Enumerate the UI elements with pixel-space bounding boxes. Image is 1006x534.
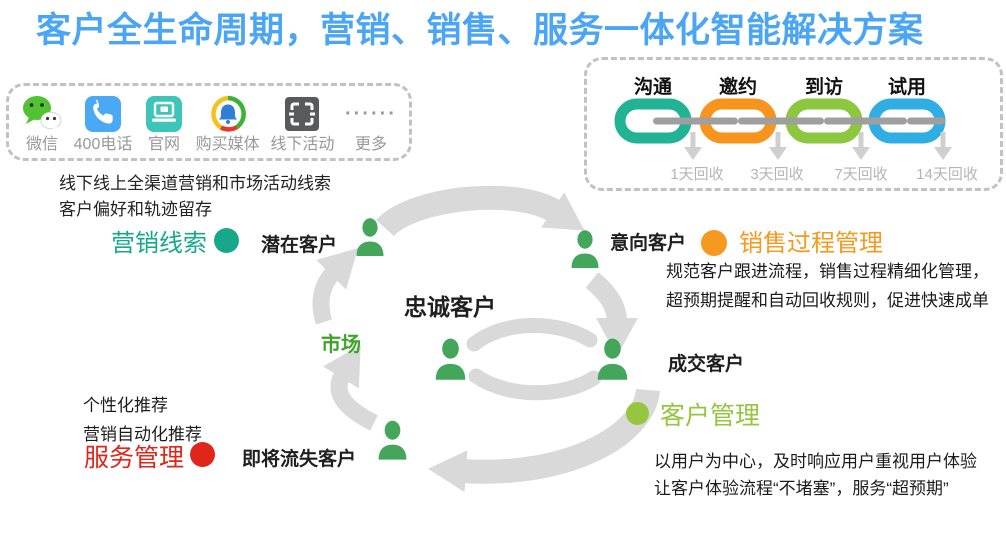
channel-item-more: ······ 更多 xyxy=(345,93,397,153)
sales-funnel-panel: 沟通 邀约 到访 试用 1天回收 3天回收 7天回收 14天回收 xyxy=(584,57,1003,191)
recycle-label: 14天回收 xyxy=(916,166,978,183)
channels-caption-2: 客户偏好和轨迹留存 xyxy=(59,200,212,219)
sales-process-title: 销售过程管理 xyxy=(739,230,883,257)
funnel-stage-label: 到访 xyxy=(804,77,844,98)
marketing-leads-dot xyxy=(214,228,239,253)
person-churn-icon xyxy=(378,420,407,460)
customer-mgmt-desc-2: 让客户体验流程“不堵塞”，服务“超预期” xyxy=(654,479,949,498)
channel-label: 线下活动 xyxy=(270,136,335,153)
paid-media-icon xyxy=(210,95,246,132)
phone-400-icon xyxy=(85,96,121,132)
customer-mgmt-desc-1: 以用户为中心，及时响应用户重视用户体验 xyxy=(654,452,977,471)
sales-process-desc-1: 规范客户跟进流程，销售过程精细化管理， xyxy=(666,262,989,281)
arc-bottom xyxy=(428,387,660,493)
channel-label: 购买媒体 xyxy=(195,136,260,153)
channel-item-wechat: 微信 xyxy=(21,93,63,153)
person-potential-icon xyxy=(356,218,384,256)
channel-label: 更多 xyxy=(354,136,387,153)
chain-bar xyxy=(907,117,945,125)
page-title: 客户全生命周期，营销、销售、服务一体化智能解决方案 xyxy=(36,11,924,50)
funnel-stage-label: 邀约 xyxy=(718,77,758,98)
lens-arc-top xyxy=(466,318,598,352)
lens-arc-bottom xyxy=(468,368,602,401)
wechat-icon xyxy=(23,96,62,133)
channel-label: 400电话 xyxy=(73,136,133,153)
person-deal-icon xyxy=(597,338,628,380)
arc-top xyxy=(376,185,585,237)
service-mgmt-dot xyxy=(190,442,215,467)
market-label: 市场 xyxy=(321,334,361,356)
node-label-churn: 即将流失客户 xyxy=(242,449,357,470)
funnel-stage-label: 试用 xyxy=(887,77,927,98)
offline-activity-icon xyxy=(285,97,320,131)
sales-process-desc-2: 超预期提醒和自动回收规则，促进快速成单 xyxy=(666,291,989,310)
node-label-intent: 意向客户 xyxy=(610,233,687,254)
node-label-deal: 成交客户 xyxy=(668,354,745,375)
sales-process-dot xyxy=(701,230,727,256)
chain-bar xyxy=(738,117,824,125)
arc-left-upper xyxy=(312,247,359,325)
arc-right-down xyxy=(585,272,638,356)
channel-item-offline: 线下活动 xyxy=(270,93,334,153)
service-mgmt-note-1: 个性化推荐 xyxy=(83,396,168,415)
customer-mgmt-dot xyxy=(626,402,649,425)
chain-bar xyxy=(653,117,738,125)
marketing-leads-title: 营销线索 xyxy=(111,230,207,257)
service-mgmt-title: 服务管理 xyxy=(84,444,185,472)
channel-label: 微信 xyxy=(25,136,58,153)
node-label-potential: 潜在客户 xyxy=(261,235,338,256)
channels-panel: 微信 400电话 官网 xyxy=(6,83,412,161)
chain-bar xyxy=(824,117,907,125)
node-label-loyal: 忠诚客户 xyxy=(404,294,496,320)
channel-item-400phone: 400电话 xyxy=(73,93,133,153)
channel-item-website: 官网 xyxy=(143,93,185,153)
website-icon xyxy=(146,96,183,132)
channels-caption-1: 线下线上全渠道营销和市场活动线索 xyxy=(59,174,331,193)
channel-item-paidmedia: 购买媒体 xyxy=(196,93,260,153)
customer-mgmt-title: 客户管理 xyxy=(660,402,761,430)
recycle-label: 3天回收 xyxy=(750,166,804,183)
person-loyal-icon xyxy=(435,338,466,380)
funnel-stage-label: 沟通 xyxy=(633,77,673,98)
more-dots-icon: ······ xyxy=(345,102,397,125)
cycle-arc-arrows xyxy=(312,185,660,493)
arc-left-lower xyxy=(322,344,378,431)
channel-label: 官网 xyxy=(148,136,181,153)
chain-links-graphic xyxy=(614,98,952,160)
recycle-label: 1天回收 xyxy=(670,166,724,183)
recycle-label: 7天回收 xyxy=(834,166,888,183)
person-intent-icon xyxy=(571,230,599,268)
service-mgmt-note-2: 营销自动化推荐 xyxy=(83,425,202,444)
